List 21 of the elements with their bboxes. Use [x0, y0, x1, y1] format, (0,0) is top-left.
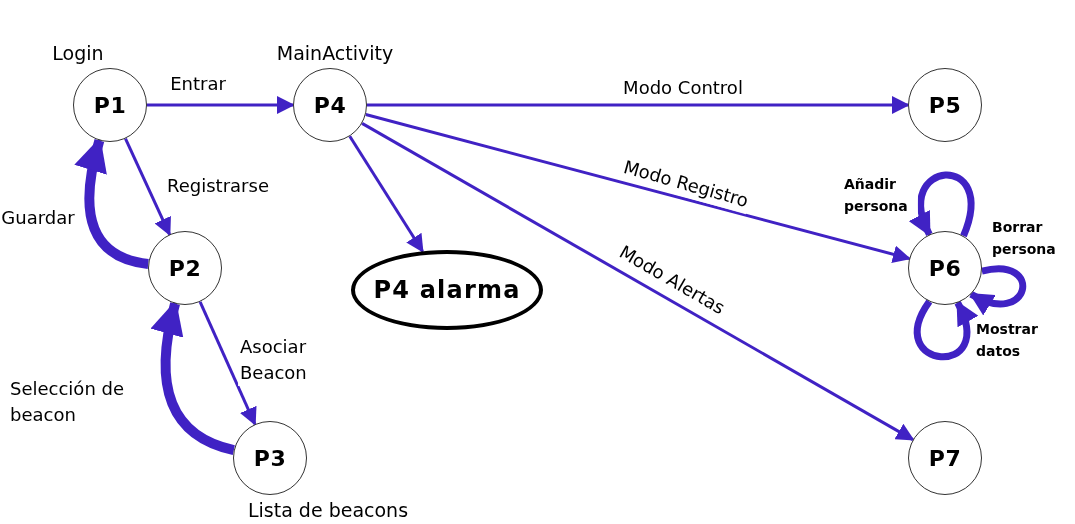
node-label: P2: [168, 254, 202, 283]
node-label: P7: [928, 444, 962, 473]
node-label: P5: [928, 91, 962, 120]
node-label: P4: [313, 91, 347, 120]
curved-arrow: [75, 137, 150, 269]
loop-arrow: [910, 171, 975, 238]
node-label: P4 alarma: [373, 275, 521, 306]
node-label: P3: [253, 444, 287, 473]
arrow: [361, 122, 915, 441]
node-label: P6: [928, 254, 962, 283]
node-caption: Lista de beacons: [247, 497, 409, 523]
loop-arrow: [969, 265, 1027, 315]
node-caption: Login: [52, 40, 104, 66]
loop-arrow: [913, 299, 977, 361]
node-label: P1: [93, 91, 127, 120]
arrow: [367, 96, 910, 114]
arrow: [348, 135, 424, 253]
node-caption: MainActivity: [276, 40, 394, 66]
arrow: [147, 96, 295, 114]
arrow: [198, 301, 257, 426]
arrow: [124, 138, 171, 236]
